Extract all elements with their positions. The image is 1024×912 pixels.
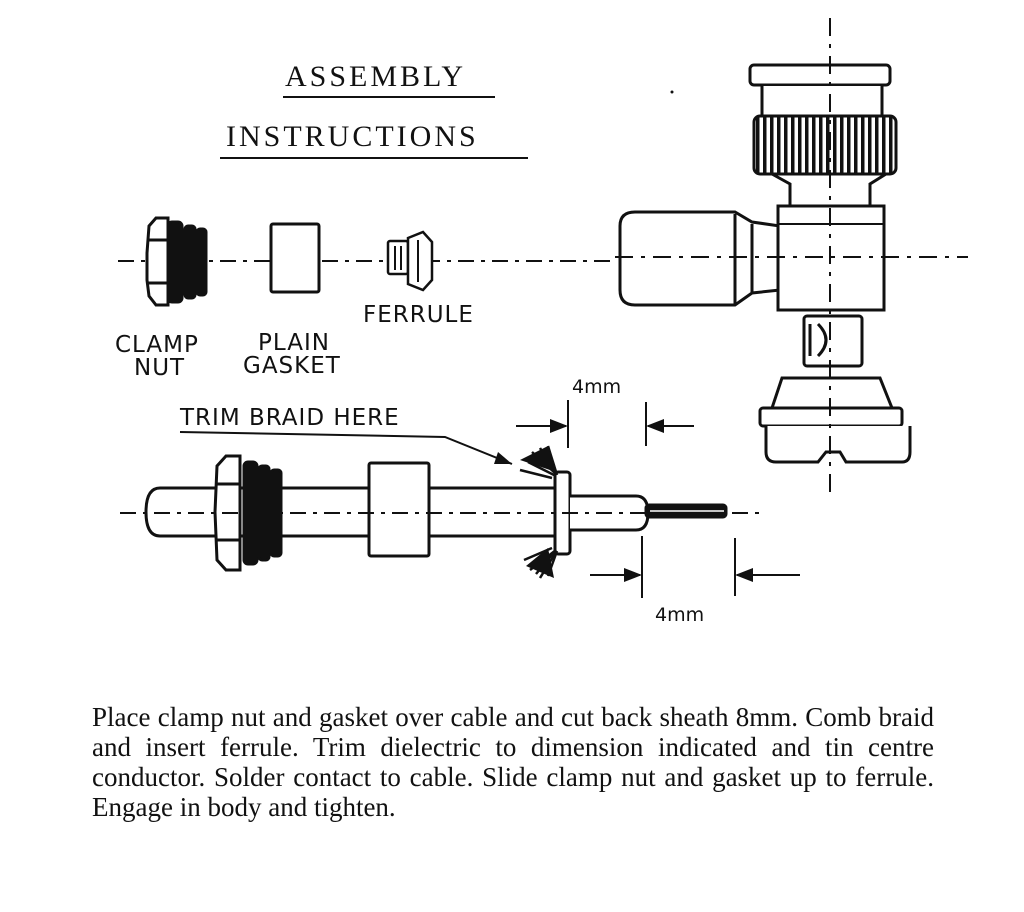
ferrule-part	[386, 230, 434, 292]
plain-gasket-part	[269, 222, 321, 294]
connector-centerlines	[615, 18, 968, 492]
title-line-2-underline	[220, 157, 528, 159]
plain-gasket-label-line-2: GASKET	[243, 353, 341, 379]
plain-gasket-label-line-1: PLAIN	[258, 330, 330, 356]
trim-braid-leader	[179, 431, 513, 465]
braid-flare-fill	[520, 446, 556, 578]
ferrule-label: FERRULE	[363, 302, 474, 328]
clamp-nut-part	[145, 216, 208, 307]
connector-body	[618, 63, 912, 464]
title-line-1-underline	[283, 96, 495, 98]
instructions-text: Place clamp nut and gasket over cable an…	[92, 702, 934, 822]
dimension-top	[516, 400, 694, 448]
print-speck	[670, 90, 674, 94]
clamp-nut-label-line-1: CLAMP	[115, 332, 199, 358]
title-line-2: INSTRUCTIONS	[226, 120, 479, 153]
title-line-1: ASSEMBLY	[285, 60, 467, 93]
trim-braid-label: TRIM BRAID HERE	[180, 405, 400, 431]
dimension-bottom-label: 4mm	[655, 604, 705, 626]
dimension-bottom	[590, 536, 800, 598]
clamp-nut-label-line-2: NUT	[134, 355, 186, 381]
dimension-top-label: 4mm	[572, 376, 622, 398]
